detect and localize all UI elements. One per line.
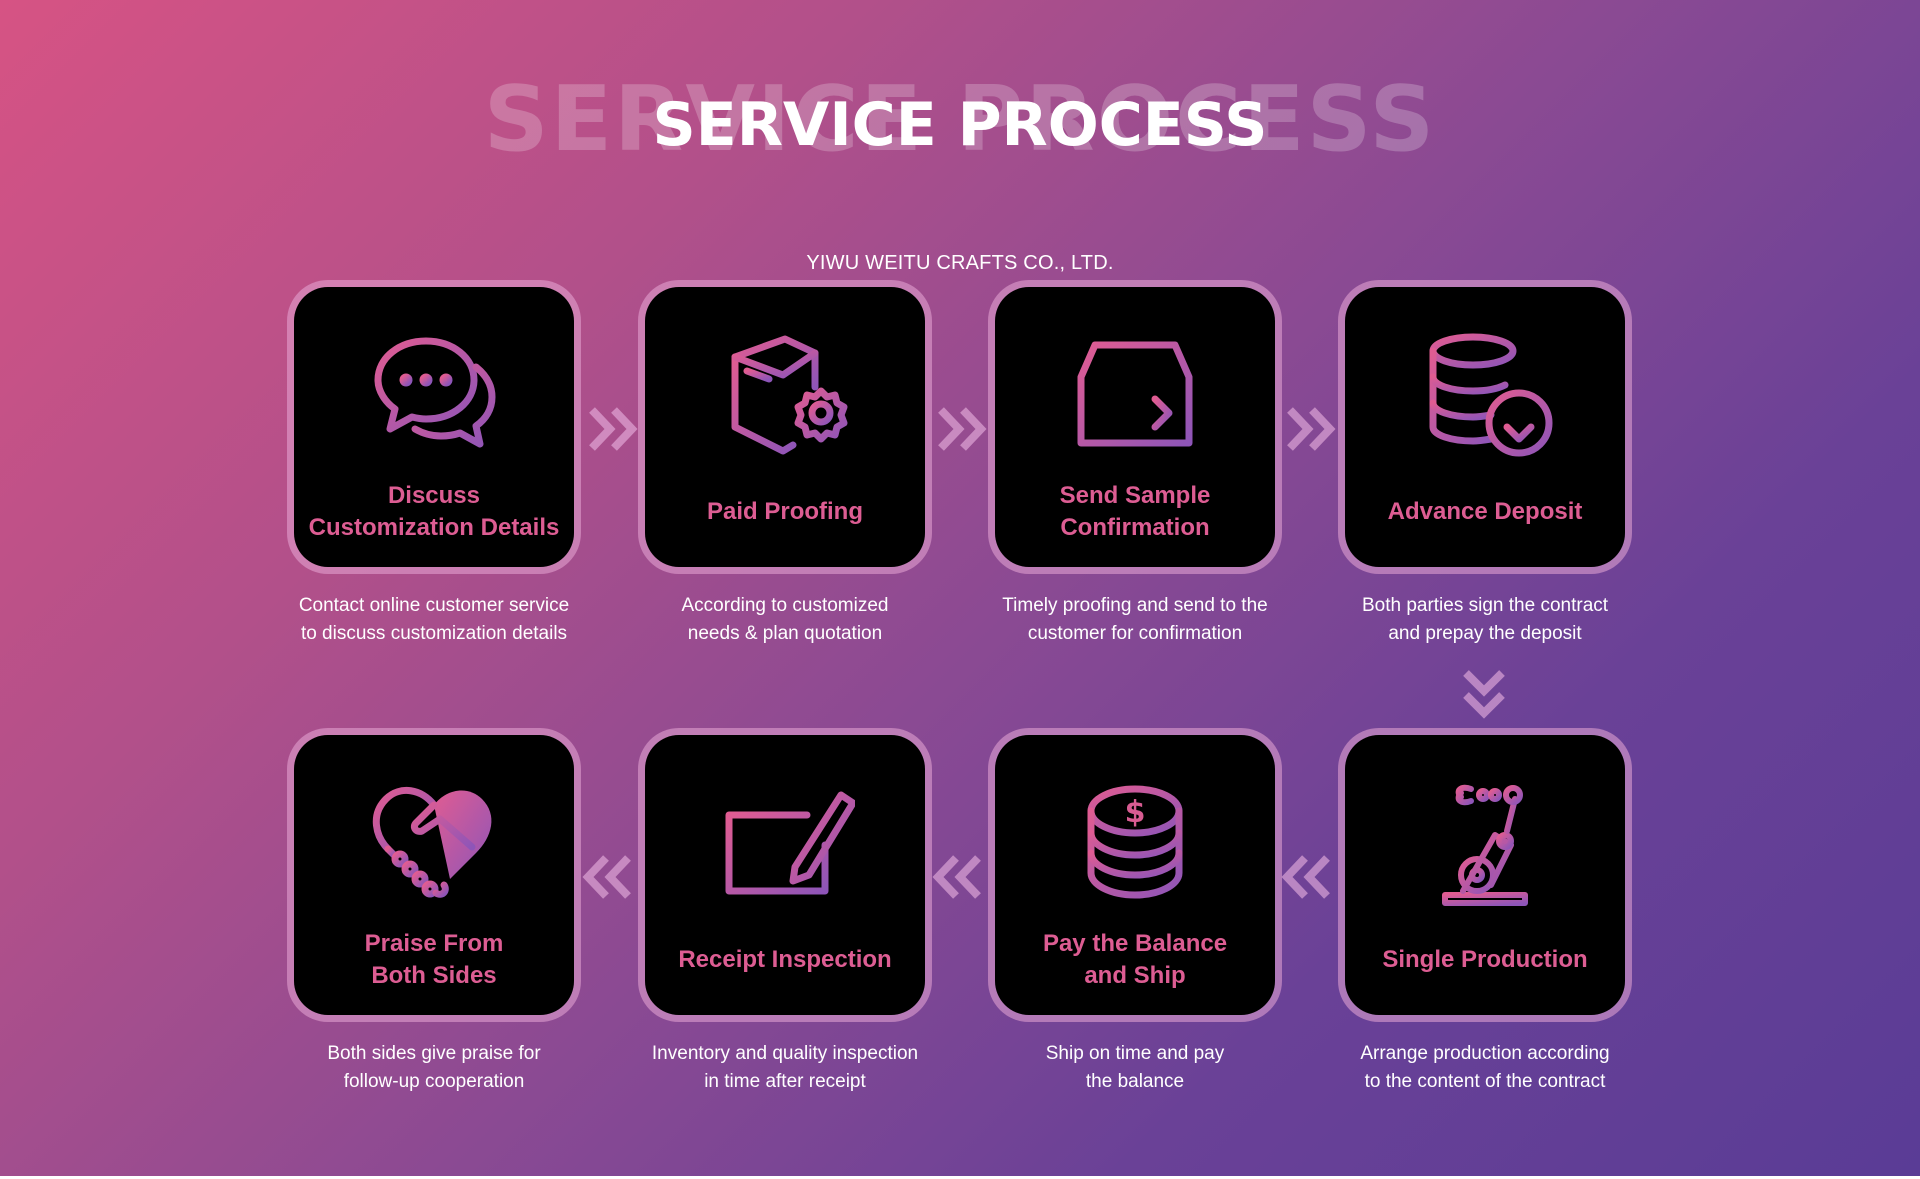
database-download-icon bbox=[1345, 327, 1625, 472]
step-card: Receipt Inspection bbox=[645, 735, 925, 1015]
chevrons-right-icon bbox=[586, 404, 638, 459]
step-description: Both parties sign the contract and prepa… bbox=[1361, 595, 1609, 644]
step-title: Advance Deposit bbox=[1387, 498, 1583, 525]
step-card: $ Pay the Balance and Ship bbox=[995, 735, 1275, 1015]
step-description: Arrange production according to the cont… bbox=[1360, 1043, 1610, 1092]
step-title: Discuss Customization Details bbox=[308, 482, 560, 541]
step-title: Pay the Balance and Ship bbox=[1042, 930, 1228, 989]
svg-text:$: $ bbox=[1125, 795, 1146, 830]
step-card: Send Sample Confirmation bbox=[995, 287, 1275, 567]
step-card: Advance Deposit bbox=[1345, 287, 1625, 567]
title-block: SERVICE PROCESS SERVICE PROCESS bbox=[0, 70, 1920, 170]
heart-handshake-icon bbox=[294, 775, 574, 920]
step-title: Send Sample Confirmation bbox=[1059, 482, 1211, 541]
chevrons-right-icon bbox=[1284, 404, 1336, 459]
bottom-strip bbox=[0, 1176, 1920, 1179]
title-watermark: SERVICE PROCESS bbox=[483, 67, 1437, 172]
step-description: According to customized needs & plan quo… bbox=[681, 595, 889, 644]
inbox-arrow-icon bbox=[995, 327, 1275, 472]
step-description: Timely proofing and send to the customer… bbox=[1002, 595, 1268, 644]
robot-arm-icon bbox=[1345, 775, 1625, 920]
chevrons-right-icon bbox=[935, 404, 987, 459]
step-description: Ship on time and pay the balance bbox=[1045, 1043, 1225, 1092]
step-title: Single Production bbox=[1382, 946, 1588, 973]
sign-pen-icon bbox=[645, 775, 925, 920]
step-card: Discuss Customization Details bbox=[294, 287, 574, 567]
step-card: Praise From Both Sides bbox=[294, 735, 574, 1015]
step-card: Single Production bbox=[1345, 735, 1625, 1015]
step-title: Receipt Inspection bbox=[678, 946, 892, 973]
chat-bubbles-icon bbox=[294, 327, 574, 472]
step-title: Praise From Both Sides bbox=[364, 930, 504, 989]
company-name: YIWU WEITU CRAFTS CO., LTD. bbox=[806, 252, 1114, 274]
chevrons-left-icon bbox=[1281, 852, 1333, 907]
chevrons-down-icon bbox=[1462, 667, 1506, 728]
step-description: Both sides give praise for follow-up coo… bbox=[327, 1043, 541, 1092]
step-title: Paid Proofing bbox=[707, 498, 863, 525]
chevrons-left-icon bbox=[932, 852, 984, 907]
header: SERVICE PROCESS SERVICE PROCESS YIWU WEI… bbox=[0, 70, 1920, 275]
box-gear-icon bbox=[645, 327, 925, 472]
chevrons-left-icon bbox=[582, 852, 634, 907]
step-description: Inventory and quality inspection in time… bbox=[651, 1043, 919, 1092]
coins-dollar-icon: $ bbox=[995, 775, 1275, 920]
step-card: Paid Proofing bbox=[645, 287, 925, 567]
step-description: Contact online customer service to discu… bbox=[298, 595, 570, 644]
page-title: SERVICE PROCESS bbox=[652, 90, 1268, 160]
